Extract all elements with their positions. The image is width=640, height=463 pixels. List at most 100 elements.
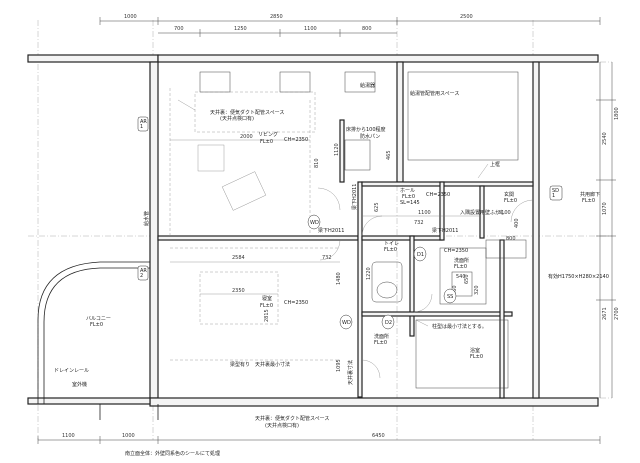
interior-dimensions: 2000 1100 732 2584 732 2350 2815 1480 10…	[170, 134, 520, 372]
dim-int-14: 400	[514, 218, 520, 228]
note-drain-rail: ドレインレール	[54, 368, 89, 374]
dim-int-16: 320	[474, 285, 480, 295]
tag-wd1: WD	[310, 220, 319, 226]
room-bed-name: 寝室	[262, 295, 272, 302]
room-living-fl: FL±0	[260, 139, 273, 145]
dim-bottom-3: 6450	[372, 433, 385, 439]
dim-top-3: 2500	[460, 14, 473, 20]
note-rail: 室外機	[72, 381, 87, 388]
notes: 天井裏：便気ダクト配管スペース (天井点検口有) 給湯管配管用スペース 床排から…	[54, 82, 609, 457]
dim-int-12: 650	[464, 274, 470, 284]
dim-int-2: 1100	[418, 210, 431, 216]
dim-int-7: 2815	[264, 309, 270, 322]
note-duct-top: 天井裏：便気ダクト配管スペース	[210, 109, 284, 116]
room-corridor-name: 共用廊下	[580, 191, 600, 198]
dim-int-8: 1480	[336, 272, 342, 285]
note-pipe-shaft: 給湯器	[360, 82, 375, 89]
room-hall-ch: CH=2350	[426, 192, 450, 198]
dim-int-18: 810	[314, 158, 320, 168]
room-wash-fl: FL±0	[454, 264, 467, 270]
dim-top-2: 2850	[270, 14, 283, 20]
room-balcony-name: バルコニー	[86, 316, 111, 322]
door-swings	[319, 199, 534, 379]
living-marks	[169, 88, 341, 236]
room-wash2-name: 洗面所	[374, 333, 389, 340]
top-dimensions: 1000 2850 2500 700 1250 1100 800	[99, 14, 601, 37]
bottom-dimensions: 1100 1000 6450	[37, 433, 601, 444]
dim-int-3: 732	[414, 220, 424, 226]
note-pipe-space: 給湯管配管用スペース	[410, 90, 459, 97]
note-duct-bottom: 天井裏：便気ダクト配管スペース	[255, 415, 329, 422]
room-balcony-fl: FL±0	[90, 322, 103, 328]
room-hall-sl: SL=145	[400, 200, 420, 206]
room-bath-fl: FL±0	[470, 354, 483, 360]
note-duct-top-sub: (天井点検口有)	[220, 115, 254, 122]
dim-int-9: 1095	[336, 359, 342, 372]
note-beam-2: 梁下H2011	[432, 227, 459, 234]
note-ceiling-height: 梁型有り 天井裏最小寸法	[230, 361, 290, 368]
tag-d2: D2	[385, 320, 392, 326]
room-entrance-name: 玄関	[504, 191, 514, 198]
dim-sub-2: 1250	[234, 26, 247, 32]
room-toilet-name: トイレ	[384, 241, 399, 247]
dim-int-4: 2584	[232, 255, 245, 261]
tag-wd2: WD	[342, 320, 351, 326]
dim-right-5: 2700	[614, 307, 620, 320]
right-dimensions: 1800 2540 1070 2671 2700	[596, 62, 620, 398]
room-bed-ch: CH=2350	[284, 300, 308, 306]
tag-ss1: SS	[447, 294, 453, 300]
room-bath-name: 浴室	[470, 347, 480, 354]
note-grid-x: 給水管	[143, 211, 150, 226]
fixtures	[371, 239, 527, 389]
dim-right-1: 1800	[614, 107, 620, 120]
room-entrance-fl: FL±0	[504, 198, 517, 204]
note-ceiling-height-2: 天井裏寸法	[347, 360, 354, 385]
note-seal: 南立面全体：外壁同系色のシールにて処理	[125, 450, 220, 457]
dim-bottom-2: 1000	[122, 433, 135, 439]
exterior-walls	[27, 54, 599, 420]
note-beam-1: 梁下H2011	[318, 227, 345, 234]
dim-int-10: 1220	[366, 267, 372, 280]
room-hall-fl: FL±0	[402, 194, 415, 200]
top-duct-area	[194, 71, 519, 171]
dim-int-20: 3100	[498, 210, 511, 216]
dim-int-5: 732	[322, 255, 332, 261]
dim-int-1: 2000	[240, 134, 253, 140]
dim-int-13: 540	[456, 274, 466, 280]
room-toilet-fl: FL±0	[384, 247, 397, 253]
dim-right-3: 1070	[602, 202, 608, 215]
dim-sub-1: 700	[174, 26, 184, 32]
dim-int-19: 1120	[334, 143, 340, 156]
room-bed-fl: FL±0	[260, 303, 273, 309]
note-duct-bottom-sub: (天井点検口有)	[265, 422, 299, 429]
dim-right-2: 2540	[602, 132, 608, 145]
dim-int-6: 2350	[232, 288, 245, 294]
tag-d1: D1	[417, 252, 424, 258]
dim-sub-3: 1100	[304, 26, 317, 32]
room-hall-name: ホール	[400, 188, 415, 194]
room-wash2-fl: FL±0	[374, 340, 387, 346]
dim-int-11: 800	[506, 236, 516, 242]
note-pan-2: 防水パン	[360, 133, 380, 140]
note-upper-frame: 上框	[490, 161, 500, 168]
room-living-name: リビング	[258, 131, 278, 138]
dim-int-15: 360	[452, 285, 458, 295]
note-column: 柱型は最小寸法とする。	[432, 323, 487, 330]
note-pan-1: 床排から100程度	[346, 126, 386, 133]
dim-int-17: 625	[374, 202, 380, 212]
bedroom-marks	[170, 247, 340, 361]
dim-int-21: 465	[386, 150, 392, 160]
note-opening: 有効H1750×H280×2140	[548, 273, 609, 280]
room-wash-ch: CH=2350	[444, 248, 468, 254]
dim-right-4: 2671	[602, 307, 608, 320]
room-corridor-fl: FL±0	[582, 198, 595, 204]
note-beam-3: 梁下H2011	[351, 184, 358, 211]
note-entrance-storage: 入隅設置用壁ふかし	[460, 209, 505, 216]
dim-bottom-1: 1100	[62, 433, 75, 439]
dim-top-1: 1000	[124, 14, 137, 20]
